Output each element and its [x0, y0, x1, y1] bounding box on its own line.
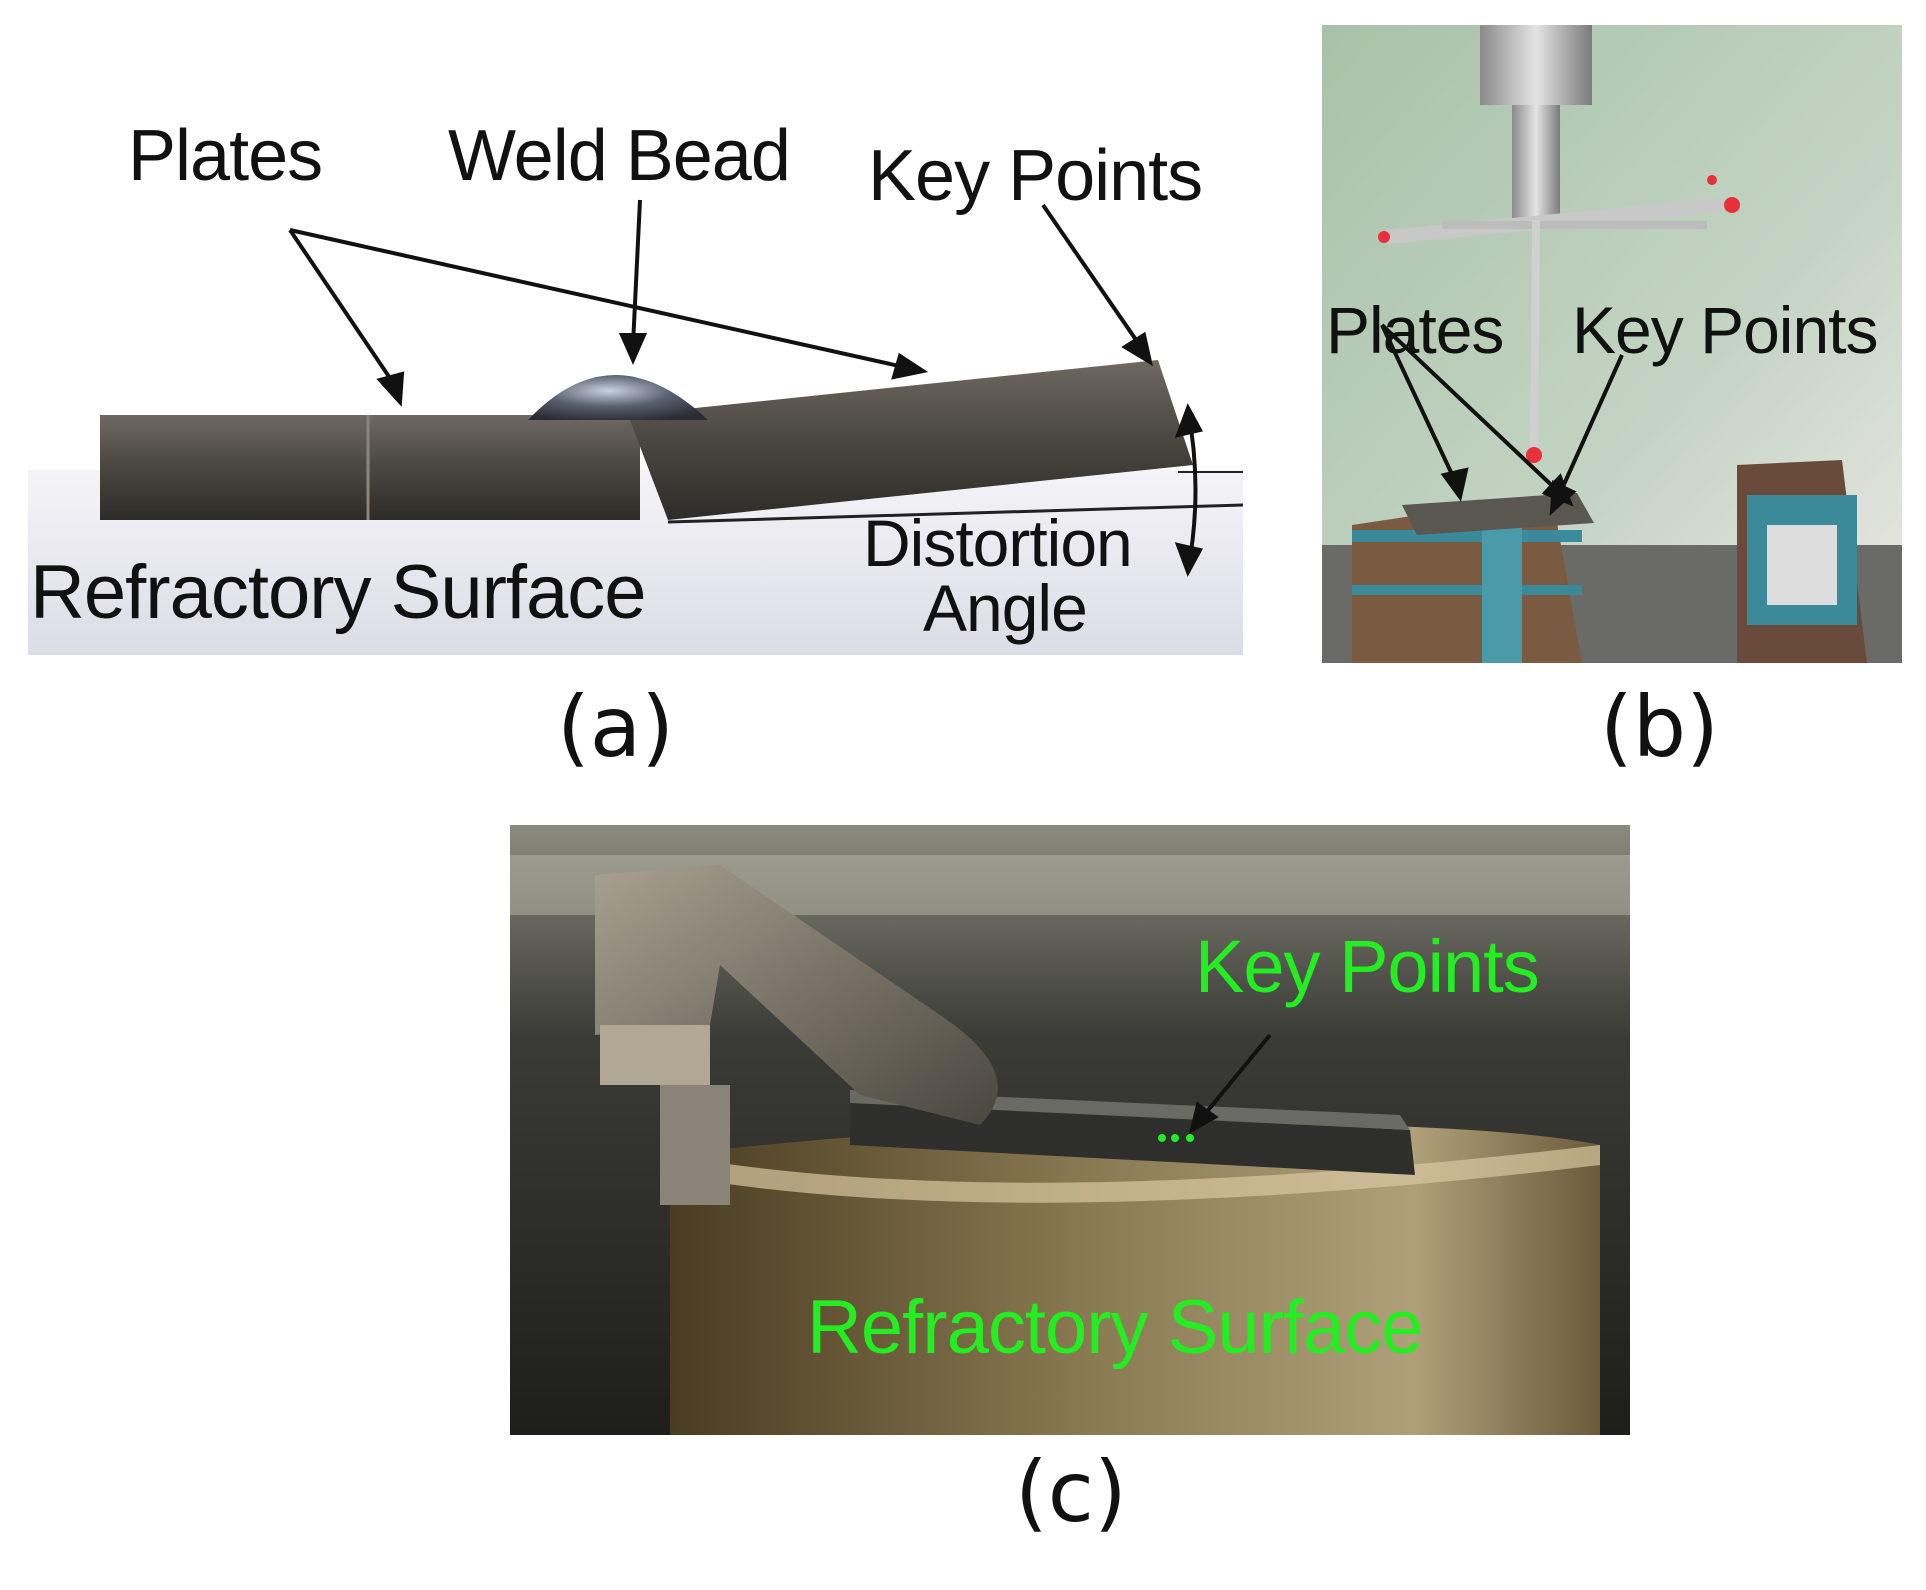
caption-a: (a)	[557, 678, 675, 776]
label-distortion: Distortion	[863, 506, 1133, 580]
probe-tip-main	[1526, 447, 1542, 463]
label-key-points-a: Key Points	[868, 136, 1203, 216]
label-angle: Angle	[923, 571, 1088, 645]
label-plates-a: Plates	[128, 116, 323, 196]
panel-a-illustration	[28, 199, 1243, 655]
panel-c-illustration	[510, 825, 1630, 1435]
label-refractory-surface-c: Refractory Surface	[807, 1285, 1424, 1370]
refractory-cylinder	[670, 1123, 1600, 1435]
key-points-dots	[1158, 1134, 1194, 1142]
panel-a-weld-photo: Plates Weld Bead Key Points Refractory S…	[28, 90, 1243, 655]
probe-tip-right	[1724, 197, 1740, 213]
label-weld-bead: Weld Bead	[448, 116, 791, 196]
plates-c	[850, 1100, 1415, 1175]
plates-b	[1402, 493, 1594, 535]
panel-b-cmm-photo: Plates Key Points	[1322, 25, 1902, 663]
annotation-arrows	[288, 199, 1204, 577]
caption-c: (c)	[1015, 1443, 1127, 1541]
panel-b-illustration	[1322, 25, 1902, 663]
left-plate	[100, 415, 640, 520]
annotation-arrow-c	[1188, 1033, 1272, 1135]
label-refractory-surface-a: Refractory Surface	[30, 550, 647, 635]
caption-b: (b)	[1600, 678, 1719, 776]
annotation-arrows-b	[1380, 323, 1624, 516]
weld-bead	[528, 375, 708, 420]
right-plate	[628, 360, 1193, 520]
label-key-points-b: Key Points	[1572, 293, 1878, 367]
label-key-points-c: Key Points	[1195, 925, 1540, 1008]
label-plates-b: Plates	[1326, 293, 1504, 367]
clamp	[595, 865, 998, 1125]
panel-c-clamp-photo: Key Points Refractory Surface	[510, 825, 1630, 1435]
probe-head	[1480, 25, 1592, 105]
probe-tip-left	[1378, 231, 1390, 243]
